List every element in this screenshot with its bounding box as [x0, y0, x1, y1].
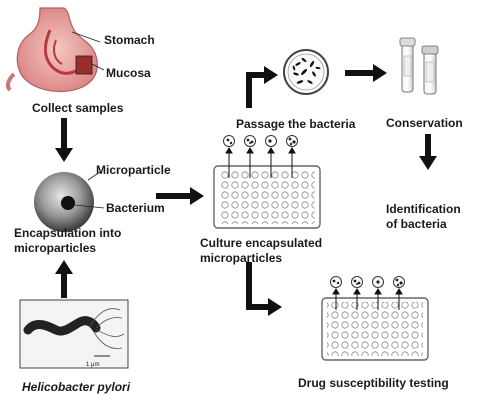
plate-wells-markers — [223, 135, 298, 147]
arrow-up-organism-head — [55, 260, 73, 274]
encapsulation-label-line1: Encapsulation into — [14, 226, 122, 240]
arrow-down-collect — [61, 118, 67, 150]
stomach-illustration — [5, 7, 105, 93]
scale-bar-label: 1 μm — [86, 362, 100, 368]
cryo-tubes — [399, 37, 439, 95]
arrow-down-collect-head — [55, 148, 73, 162]
bacterium-label: Bacterium — [106, 201, 165, 215]
helicobacter-micrograph — [19, 299, 129, 369]
passage-label: Passage the bacteria — [236, 117, 356, 131]
arrow-elbow-drug — [246, 262, 252, 310]
well-arrows — [225, 147, 403, 310]
arrow-down-identification — [425, 134, 431, 158]
culture-plate — [213, 165, 321, 229]
culture-label-line2: microparticles — [200, 251, 283, 265]
organism-label: Helicobacter pylori — [22, 380, 131, 394]
microparticle-label: Microparticle — [96, 163, 171, 177]
mucosa-label: Mucosa — [106, 66, 151, 80]
arrow-right-plate — [156, 193, 192, 199]
arrow-up-organism — [61, 272, 67, 298]
arrow-elbow-passage — [246, 74, 252, 108]
arrow-right-tubes — [345, 70, 375, 76]
petri-dish — [283, 49, 329, 95]
identification-label-line1: Identification — [386, 202, 461, 216]
culture-label-line1: Culture encapsulated — [200, 236, 323, 250]
collect-samples-label: Collect samples — [32, 101, 124, 115]
drug-test-wells-markers — [330, 276, 405, 288]
encapsulation-label-line2: microparticles — [14, 241, 97, 255]
conservation-label: Conservation — [386, 116, 463, 130]
stomach-label: Stomach — [104, 33, 155, 47]
drug-test-plate — [321, 297, 429, 361]
arrow-right-plate-head — [190, 187, 204, 205]
flow-arrows — [55, 64, 437, 316]
identification-label-line2: of bacteria — [386, 217, 447, 231]
microparticle-illustration — [34, 171, 105, 232]
drug-testing-label: Drug susceptibility testing — [298, 376, 449, 390]
